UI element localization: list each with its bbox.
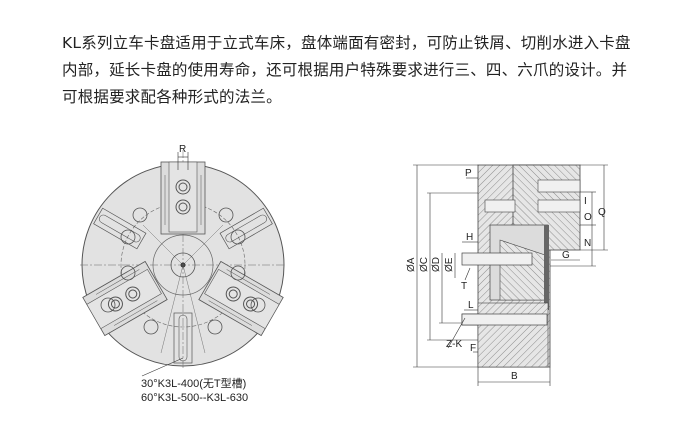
label-h: H: [466, 232, 473, 243]
label-q: Q: [598, 207, 606, 218]
label-b: B: [511, 371, 518, 382]
label-p: P: [465, 168, 472, 179]
label-l: L: [468, 300, 474, 311]
label-z-k: Z-K: [446, 339, 462, 350]
label-e: ØE: [444, 257, 455, 272]
chuck-section-view: P I O Q N G H ØA ØC ØD ØE T L Z-K F B: [406, 164, 608, 386]
label-c: ØC: [419, 257, 430, 272]
label-g: G: [562, 250, 570, 261]
description-paragraph: KL系列立车卡盘适用于立式车床，盘体端面有密封，可防止铁屑、切削水进入卡盘内部，…: [62, 34, 631, 106]
label-f: F: [470, 343, 476, 354]
label-d: ØD: [431, 257, 442, 272]
caption-line-2: 60°K3L-500--K3L-630: [141, 392, 248, 404]
label-o: O: [584, 212, 592, 223]
label-t: T: [461, 281, 467, 292]
label-i: I: [584, 196, 587, 207]
dim-r-label: R: [179, 144, 186, 155]
label-n: N: [584, 238, 591, 249]
chuck-front-view: R 30°K3L-400(无T型槽) 60°K3L-500--K3L-630: [80, 144, 286, 404]
caption-line-1: 30°K3L-400(无T型槽): [141, 376, 246, 390]
label-a: ØA: [406, 257, 417, 272]
